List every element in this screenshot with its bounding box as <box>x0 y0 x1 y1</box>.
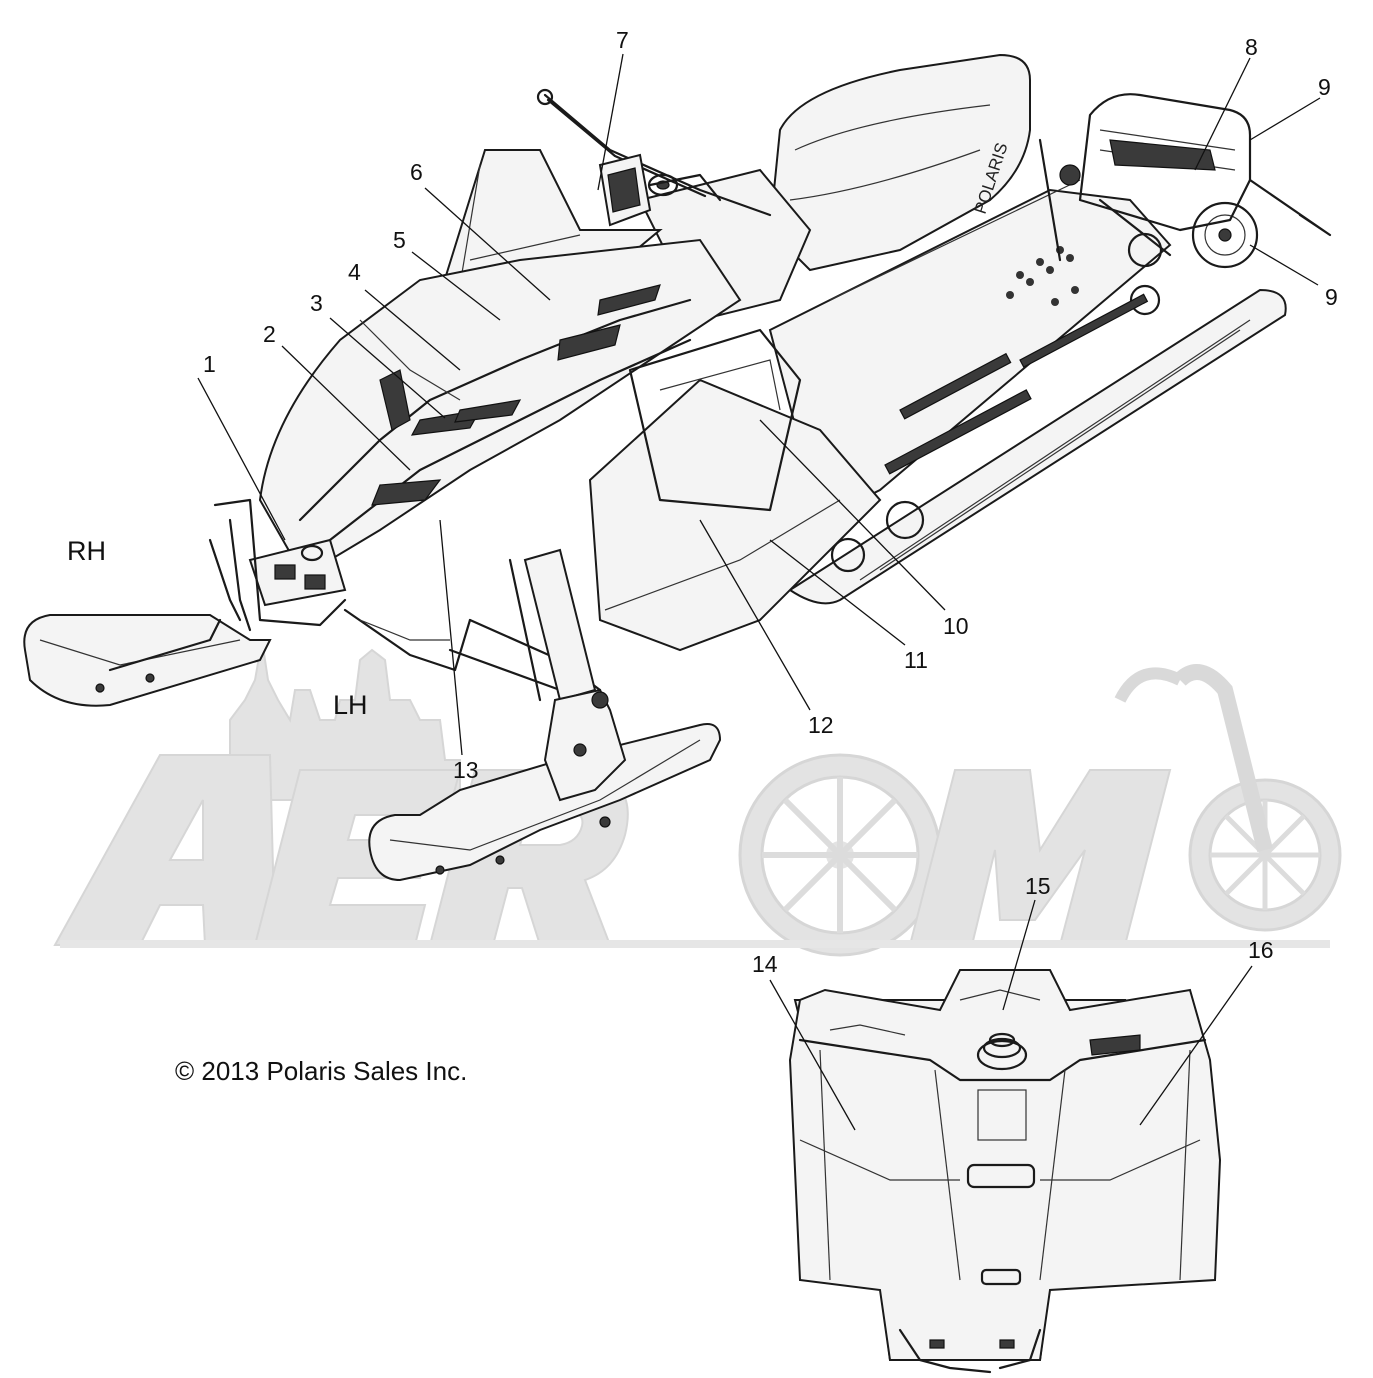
callout-13: 13 <box>453 757 479 783</box>
callout-8: 8 <box>1245 34 1258 60</box>
snowmobile-drawing: POLARIS <box>23 53 1332 882</box>
callout-11: 11 <box>904 647 928 673</box>
callouts: 1 2 3 4 5 6 7 8 9 9 10 11 12 13 14 15 16 <box>203 27 1338 977</box>
callout-6: 6 <box>410 159 423 185</box>
hood-vents <box>371 284 661 506</box>
callout-5: 5 <box>393 227 406 253</box>
callout-7: 7 <box>616 27 629 53</box>
callout-15: 15 <box>1025 873 1051 899</box>
leader-lines <box>197 53 1321 1131</box>
footrest-grip <box>884 293 1149 475</box>
lh-label: LH <box>333 690 368 720</box>
track-tunnel <box>788 288 1287 605</box>
inset-hood-top-view <box>788 969 1222 1374</box>
rh-label: RH <box>67 536 106 566</box>
callout-16: 16 <box>1248 937 1274 963</box>
callout-9a: 9 <box>1318 74 1331 100</box>
left-ski <box>368 723 722 882</box>
watermark-logo <box>53 639 1342 957</box>
callout-9b: 9 <box>1325 284 1338 310</box>
headlight-area <box>248 538 347 607</box>
side-panel <box>588 378 882 652</box>
seat <box>768 53 1031 272</box>
right-ski <box>23 614 272 707</box>
rear-rack <box>1078 93 1252 232</box>
callout-4: 4 <box>348 259 361 285</box>
callout-3: 3 <box>310 290 323 316</box>
callout-1: 1 <box>203 351 216 377</box>
callout-12: 12 <box>808 712 834 738</box>
callout-2: 2 <box>263 321 276 347</box>
copyright-text: © 2013 Polaris Sales Inc. <box>175 1056 467 1086</box>
handlebar <box>543 93 772 217</box>
callout-10: 10 <box>943 613 969 639</box>
callout-14: 14 <box>752 951 778 977</box>
